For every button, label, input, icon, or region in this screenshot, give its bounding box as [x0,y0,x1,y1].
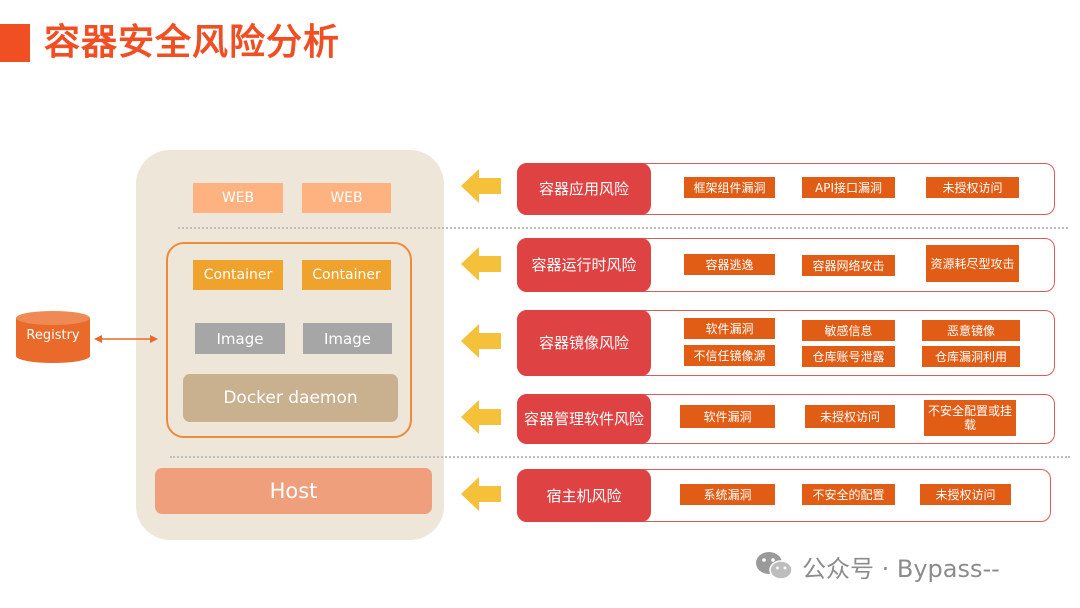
risk-item: 恶意镜像 [922,320,1020,341]
risk-item: 容器逃逸 [684,254,775,275]
registry-label: Registry [26,328,80,343]
wechat-icon [756,552,793,580]
risk-item: 敏感信息 [802,320,895,341]
risk-item: 不安全配置或挂载 [924,400,1016,436]
risk-item: 不安全的配置 [802,484,895,505]
web-box: WEB [193,183,283,213]
docker-engine-frame [166,242,412,438]
risk-label-management: 容器管理软件风险 [517,394,651,444]
container-box: Container [302,260,391,290]
left-arrow-icon [461,477,501,511]
watermark: 公众号 · Bypass-- [754,546,1000,586]
risk-label-host: 宿主机风险 [517,469,651,522]
title-accent-bar [0,24,30,62]
risk-item: 仓库漏洞利用 [922,346,1020,367]
registry-cylinder: Registry [14,310,92,364]
risk-label-runtime: 容器运行时风险 [517,238,651,292]
risk-item: 系统漏洞 [680,484,775,505]
image-box: Image [195,323,285,354]
risk-label-image: 容器镜像风险 [517,310,651,376]
risk-item: 资源耗尽型攻击 [926,245,1019,282]
risk-item: API接口漏洞 [802,177,895,198]
image-box: Image [303,323,392,354]
risk-item: 软件漏洞 [684,318,775,339]
left-arrow-icon [461,400,501,434]
risk-item: 未授权访问 [920,484,1011,505]
web-box: WEB [302,183,391,213]
left-arrow-icon [461,247,501,281]
risk-item: 未授权访问 [926,177,1019,198]
container-box: Container [193,260,283,290]
risk-label-app: 容器应用风险 [517,163,651,215]
risk-item: 容器网络攻击 [802,255,895,276]
risk-item: 未授权访问 [805,405,895,428]
risk-item: 软件漏洞 [680,405,775,428]
layer-separator [178,227,1068,229]
watermark-text: 公众号 · Bypass-- [802,554,1000,583]
host-box: Host [155,468,432,514]
risk-item: 框架组件漏洞 [684,177,775,198]
risk-item: 仓库账号泄露 [802,346,895,367]
double-arrow-icon [94,335,158,343]
docker-daemon-box: Docker daemon [183,374,398,422]
layer-separator [170,456,1070,458]
left-arrow-icon [461,169,501,203]
page-title: 容器安全风险分析 [44,22,341,63]
database-icon [16,311,90,363]
risk-item: 不信任镜像源 [684,345,775,366]
left-arrow-icon [461,324,501,358]
